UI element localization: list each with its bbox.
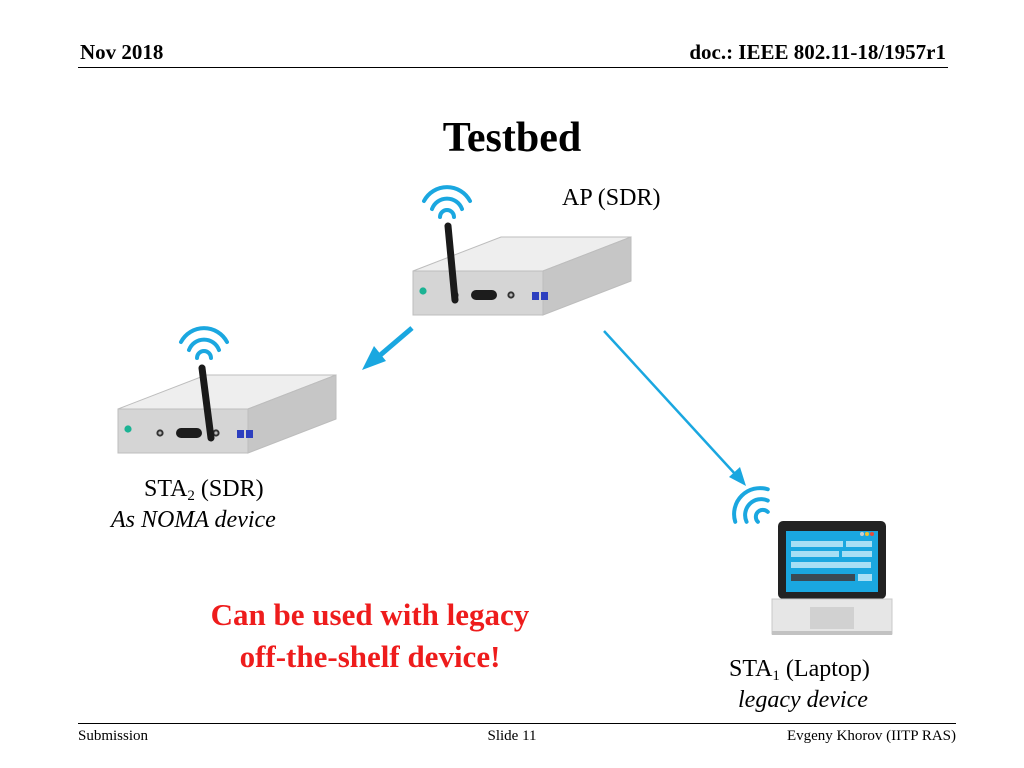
sta2-label: STA2 (SDR) <box>144 476 264 504</box>
header-doc-id: doc.: IEEE 802.11-18/1957r1 <box>689 40 946 64</box>
slide-title: Testbed <box>442 115 582 161</box>
callout-line-2: off-the-shelf device! <box>239 639 501 674</box>
sta2-router-icon <box>117 326 337 454</box>
footer-divider <box>78 723 956 724</box>
sta1-label: STA1 (Laptop) <box>729 656 870 684</box>
callout-line-1: Can be used with legacy <box>210 597 530 632</box>
footer-submission: Submission <box>78 728 149 744</box>
sta2-wifi-icon <box>179 326 229 360</box>
footer-slide-number: Slide 11 <box>487 728 537 744</box>
sta1-laptop-icon <box>732 486 893 635</box>
ap-wifi-icon <box>422 185 472 219</box>
arrow-ap-to-sta2-icon <box>362 326 414 370</box>
sta2-role: As NOMA device <box>111 507 276 533</box>
legacy-callout: Can be used with legacy off-the-shelf de… <box>160 594 580 678</box>
ap-router-icon <box>412 185 632 316</box>
ap-label: AP (SDR) <box>562 185 661 211</box>
sta2-antenna-icon <box>198 364 215 442</box>
header-date: Nov 2018 <box>80 40 164 64</box>
footer-author: Evgeny Khorov (IITP RAS) <box>786 728 956 744</box>
ap-antenna-icon <box>444 222 459 304</box>
header-divider <box>78 67 948 68</box>
sta1-wifi-icon <box>732 486 770 524</box>
arrow-ap-to-sta1-icon <box>603 330 746 486</box>
sta1-role: legacy device <box>738 687 868 713</box>
